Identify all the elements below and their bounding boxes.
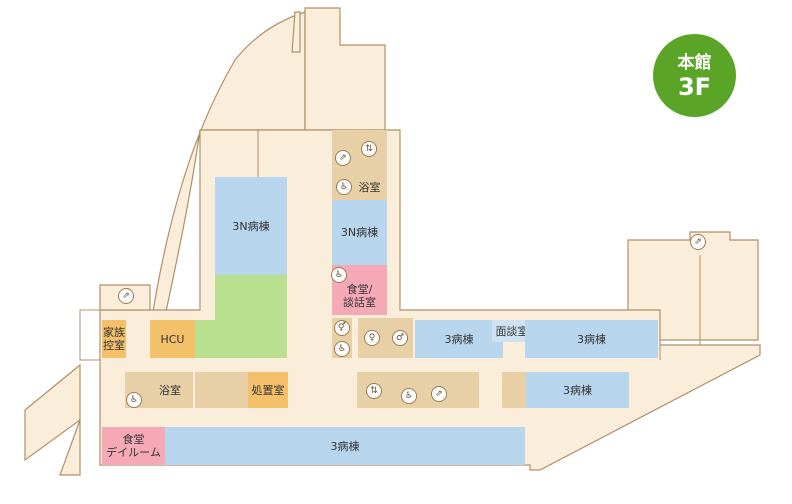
- ward-3n-right[interactable]: 3N病棟: [332, 200, 387, 265]
- building-name: 本館: [677, 52, 712, 73]
- ward-3-bottom[interactable]: 3病棟: [165, 427, 525, 465]
- stairs-icon: ⇗: [431, 386, 447, 402]
- floor-number: 3F: [677, 72, 712, 101]
- bath-upper-label: 浴室: [358, 181, 381, 194]
- ward-3-right-top[interactable]: 3病棟: [525, 320, 658, 358]
- dining-consult-label: 食堂/ 談話室: [343, 283, 376, 309]
- north-corridor: [304, 7, 386, 131]
- elevator-icon: ⇅: [361, 141, 377, 157]
- interview-room[interactable]: 面談室: [492, 320, 532, 342]
- ward-3n-left[interactable]: 3N病棟: [215, 177, 287, 275]
- curved-wing: [149, 11, 306, 331]
- treatment-room[interactable]: 処置室: [248, 372, 288, 408]
- male-toilet-icon: ♂: [392, 330, 408, 346]
- elevator-icon: ⇅: [366, 383, 382, 399]
- hcu-ward: [195, 320, 287, 358]
- stairs-icon: ⇗: [335, 150, 351, 166]
- dining-dayroom[interactable]: 食堂 デイルーム: [102, 427, 165, 465]
- wheelchair-toilet-icon: ♿: [331, 267, 347, 283]
- wheelchair-toilet-icon: ♿: [401, 388, 417, 404]
- wheelchair-toilet-icon: ♿: [336, 179, 352, 195]
- stairs-icon: ⇗: [118, 288, 134, 304]
- wheelchair-toilet-icon: ♿: [126, 392, 142, 408]
- utility-room: [502, 372, 526, 408]
- restroom-icon: ⚥: [334, 320, 350, 336]
- bath-lower-label: 浴室: [159, 383, 181, 397]
- hcu-label-room[interactable]: HCU: [150, 320, 195, 358]
- storage-room: [195, 372, 248, 408]
- stairs-icon: ⇗: [690, 234, 706, 250]
- ward-3-right-bottom[interactable]: 3病棟: [526, 372, 629, 408]
- female-toilet-icon: ♀: [364, 330, 380, 346]
- wheelchair-toilet-icon: ♿: [334, 341, 350, 357]
- floor-badge: 本館 3F: [653, 34, 736, 117]
- ward-3-middle[interactable]: 3病棟: [415, 320, 503, 358]
- family-waiting-room[interactable]: 家族 控室: [102, 320, 126, 358]
